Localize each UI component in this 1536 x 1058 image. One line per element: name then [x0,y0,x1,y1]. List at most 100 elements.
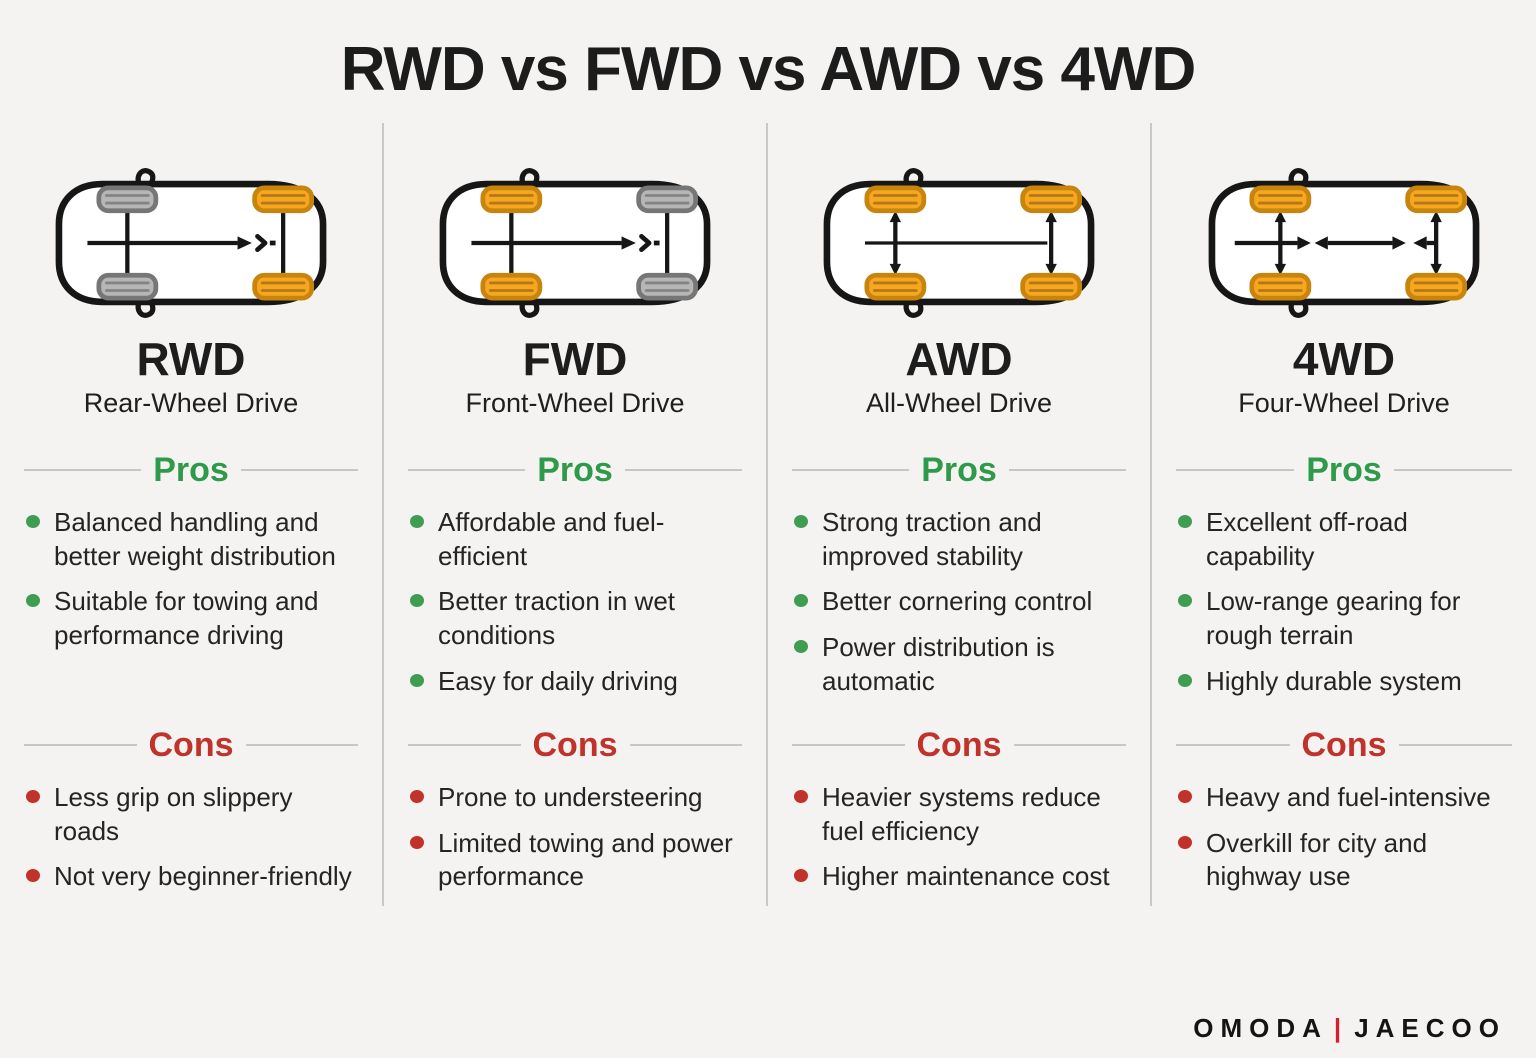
pros-list: Excellent off-road capability Low-range … [1176,506,1512,712]
pros-item: Better traction in wet conditions [408,585,742,653]
pros-list: Affordable and fuel-efficient Better tra… [408,506,742,712]
pros-item: Balanced handling and better weight dist… [24,506,358,574]
power-flow-arrow-icon [237,236,252,250]
pros-item: Low-range gearing for rough terrain [1176,585,1512,653]
cons-item-text: Less grip on slippery roads [54,781,293,846]
cons-list: Less grip on slippery roads Not very beg… [24,781,358,894]
cons-header: Cons [408,726,742,765]
cons-item: Limited towing and power performance [408,827,742,895]
rear-left-wheel [636,185,699,214]
rear-right-wheel [1405,272,1468,301]
divider-line [792,469,910,472]
divider-line [408,469,526,472]
green-bullet-icon [794,640,808,654]
cons-header: Cons [24,726,358,765]
pros-item-text: Affordable and fuel-efficient [438,506,665,571]
cons-list: Heavy and fuel-intensive Overkill for ci… [1176,781,1512,894]
arrow-down-icon [1430,263,1442,276]
arrow-right-icon [1297,236,1311,250]
green-bullet-icon [1178,674,1192,688]
pros-item-text: Strong traction and improved stability [822,506,1042,571]
cons-item: Overkill for city and highway use [1176,827,1512,895]
divider-line [24,469,142,472]
divider-line [1008,469,1126,472]
divider-line [1176,469,1295,472]
cons-item: Not very beginner-friendly [24,860,358,894]
awd-car-top-view-diagram [823,168,1095,318]
red-bullet-icon [1178,835,1192,849]
pros-item-text: Better traction in wet conditions [438,586,675,651]
front-right-wheel [480,272,543,301]
arrow-left-icon [1314,236,1328,250]
divider-line [1176,744,1290,747]
cons-label: Cons [916,725,1002,764]
front-left-wheel [96,185,159,214]
cons-list: Heavier systems reduce fuel efficiency H… [792,781,1126,894]
pros-label: Pros [1306,450,1382,489]
cons-item-text: Limited towing and power performance [438,827,733,892]
fwd-car-top-view-diagram [439,168,711,318]
power-flow-arrow-icon [621,236,636,250]
drivetrain-abbr: AWD [905,333,1013,385]
rwd-car-top-view-diagram [55,168,327,318]
divider-line [24,744,137,747]
pros-header: Pros [24,451,358,490]
drivetrain-full-name: Front-Wheel Drive [465,387,685,418]
pros-item: Excellent off-road capability [1176,506,1512,574]
cons-item-text: Heavy and fuel-intensive [1206,781,1491,812]
column-rwd: RWD Rear-Wheel Drive Pros Balanced handl… [0,123,384,907]
green-bullet-icon [1178,594,1192,608]
pros-item-text: Highly durable system [1206,666,1462,697]
red-bullet-icon [410,789,424,803]
rear-right-wheel [636,272,699,301]
brand-separator: | [1333,1013,1349,1043]
divider-line [245,744,358,747]
cons-item-text: Heavier systems reduce fuel efficiency [822,781,1101,846]
rear-right-wheel [252,272,315,301]
green-bullet-icon [410,594,424,608]
front-right-wheel [864,272,927,301]
front-left-wheel [864,185,927,214]
green-bullet-icon [410,514,424,528]
cons-item: Heavier systems reduce fuel efficiency [792,781,1126,849]
drivetrain-abbr: 4WD [1292,333,1396,385]
cons-header: Cons [1176,726,1512,765]
pros-item: Suitable for towing and performance driv… [24,585,358,653]
rear-left-wheel [252,185,315,214]
cons-item: Heavy and fuel-intensive [1176,781,1512,815]
red-bullet-icon [26,789,40,803]
green-bullet-icon [794,594,808,608]
front-right-wheel [96,272,159,301]
cons-header: Cons [792,726,1126,765]
divider-line [792,744,905,747]
arrow-left-icon [1413,236,1427,250]
front-right-wheel [1249,272,1312,301]
pros-label: Pros [921,450,997,489]
cons-label: Cons [148,725,234,764]
pros-item: Better cornering control [792,585,1126,619]
arrow-down-icon [1045,263,1057,276]
cons-list: Prone to understeering Limited towing an… [408,781,742,894]
arrow-right-icon [1392,236,1406,250]
front-left-wheel [1249,185,1312,214]
cons-item-text: Prone to understeering [438,781,703,812]
comparison-columns: RWD Rear-Wheel Drive Pros Balanced handl… [0,123,1536,907]
drivetrain-full-name: Four-Wheel Drive [1238,387,1450,418]
pros-item-text: Suitable for towing and performance driv… [54,586,319,651]
brand-jaecoo: JAECOO [1354,1013,1506,1043]
rear-left-wheel [1405,185,1468,214]
drivetrain-full-name: Rear-Wheel Drive [83,387,299,418]
divider-line [629,744,742,747]
column-fwd: FWD Front-Wheel Drive Pros Affordable an… [384,123,768,907]
divider-line [624,469,742,472]
pros-item: Easy for daily driving [408,665,742,699]
red-bullet-icon [410,835,424,849]
red-bullet-icon [794,869,808,883]
pros-item-text: Easy for daily driving [438,666,678,697]
cons-label: Cons [1301,725,1387,764]
cons-item-text: Higher maintenance cost [822,861,1110,892]
pros-item: Affordable and fuel-efficient [408,506,742,574]
green-bullet-icon [26,594,40,608]
pros-label: Pros [153,450,229,489]
green-bullet-icon [1178,514,1192,528]
